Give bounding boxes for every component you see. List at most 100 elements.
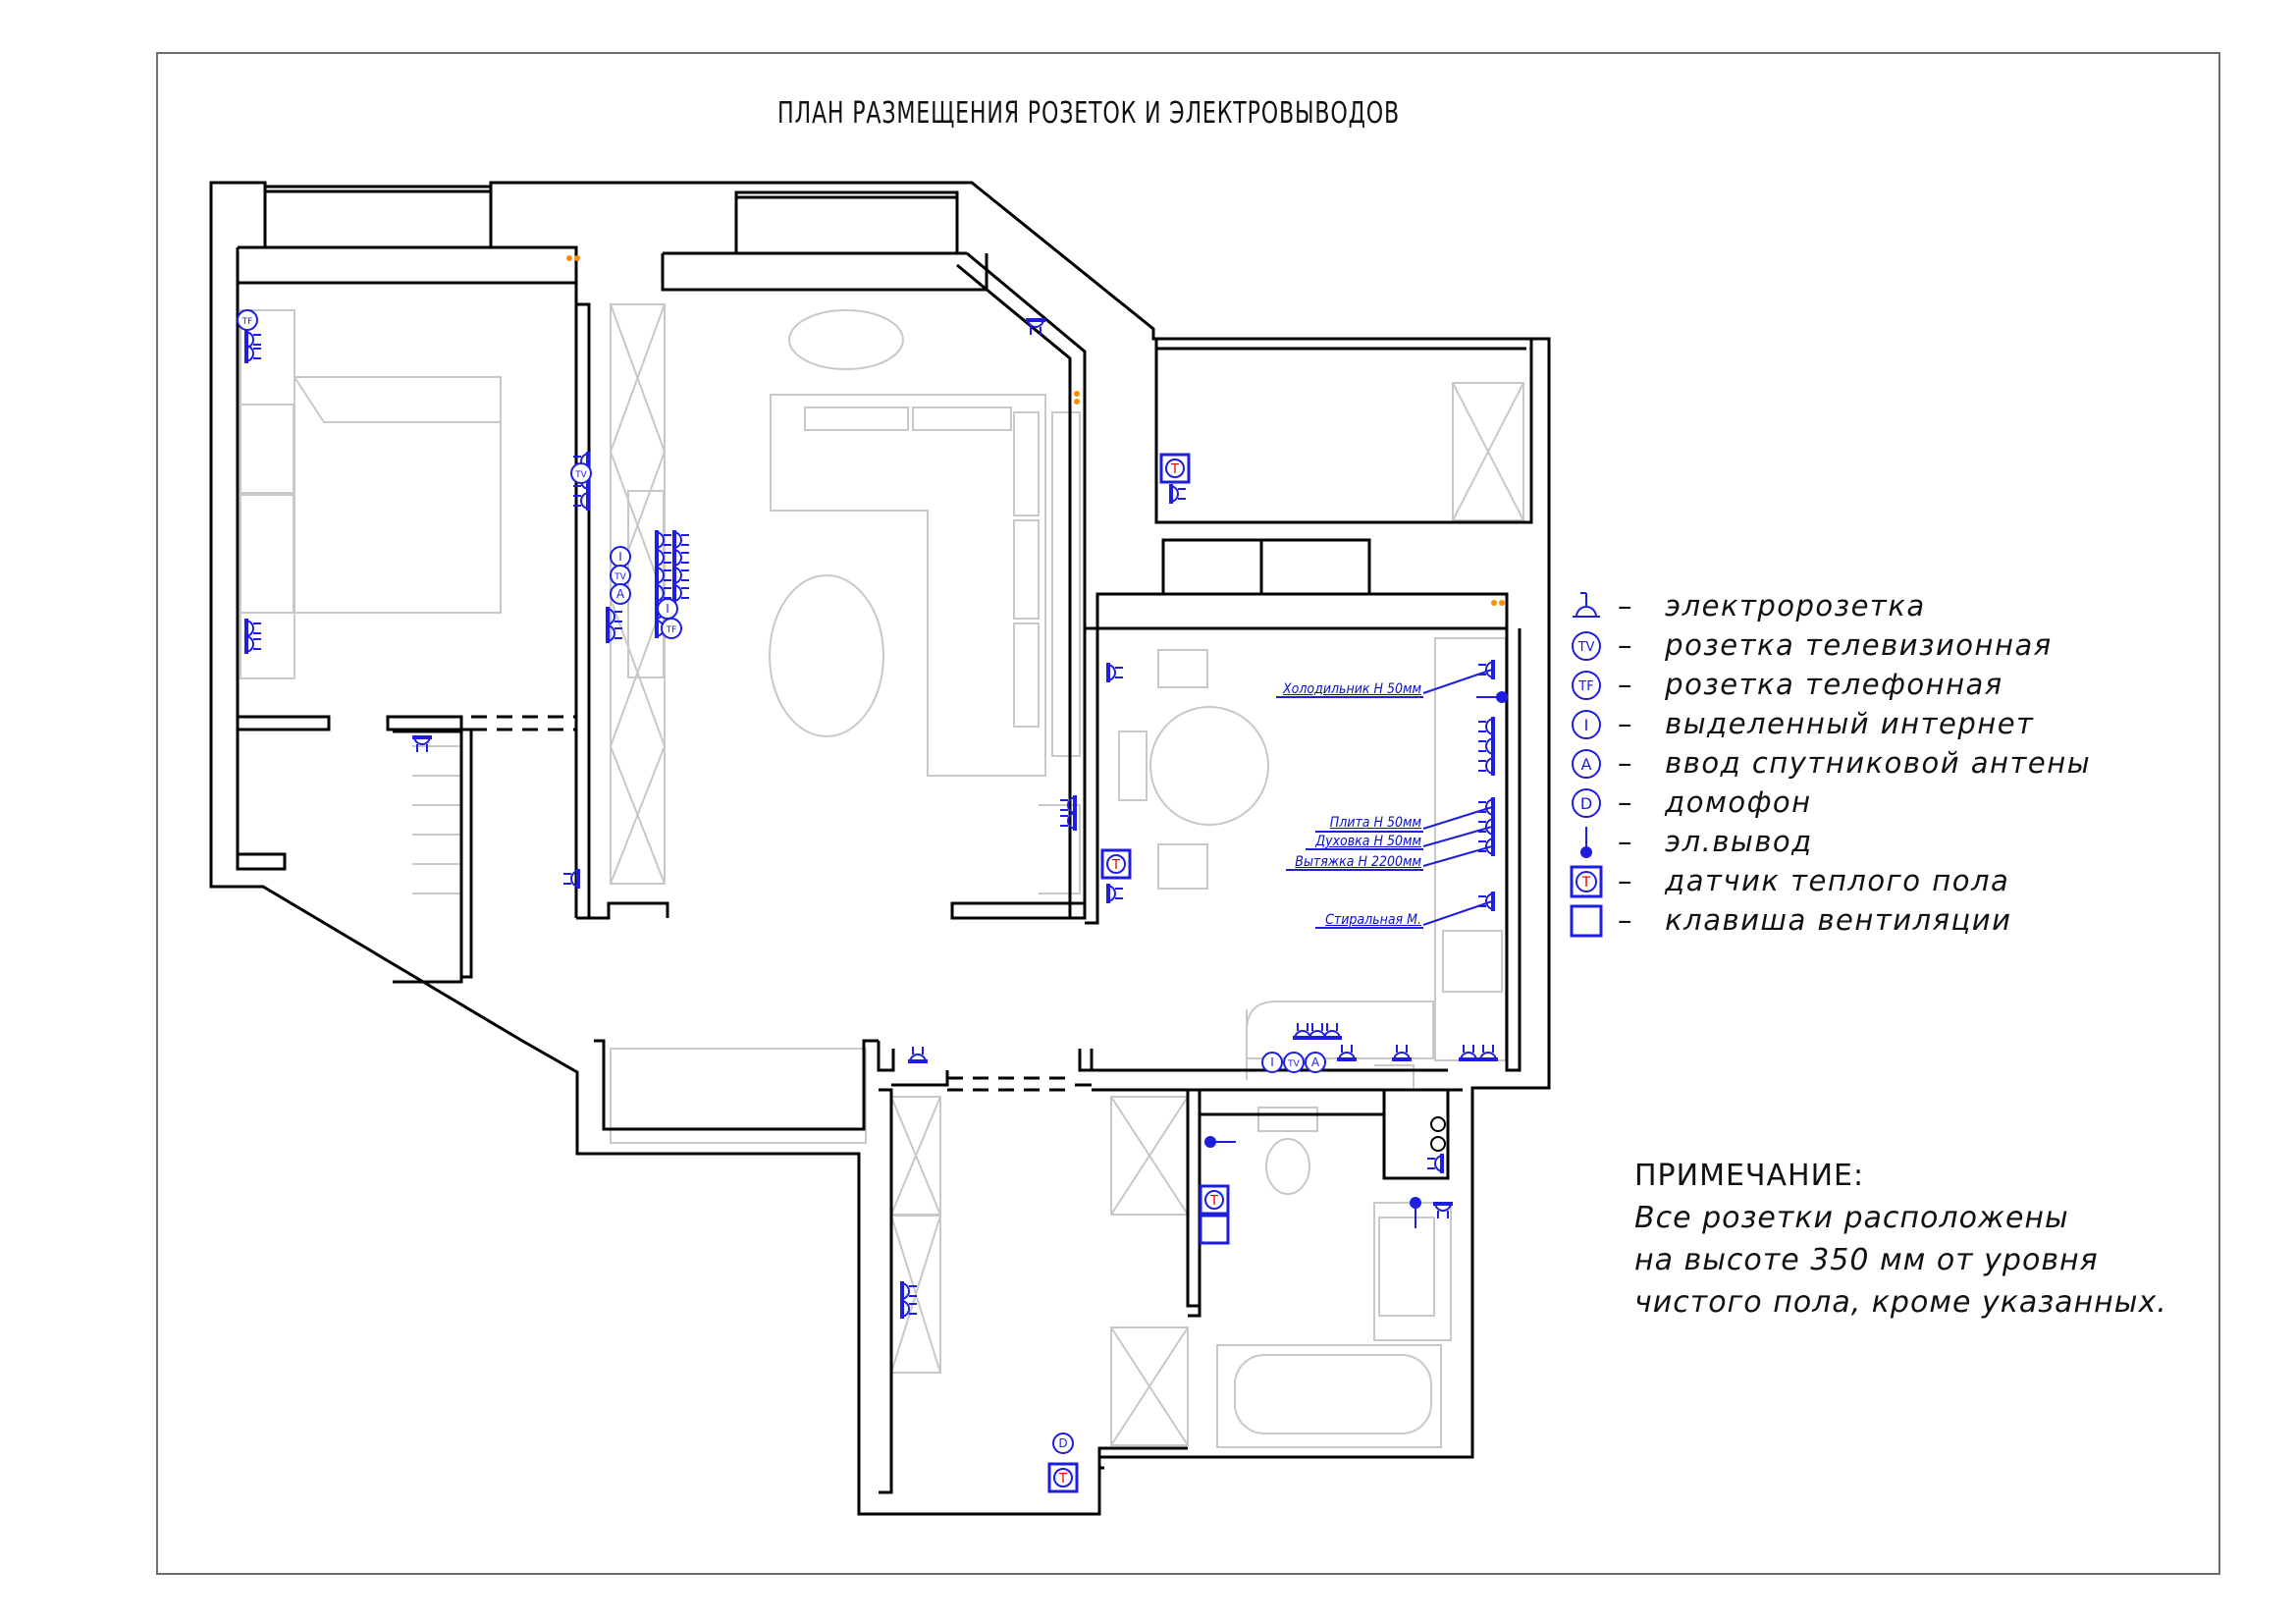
socket-icon (573, 491, 590, 511)
sink (1442, 930, 1503, 993)
legend-row-intercom: D – домофон (1567, 784, 2175, 823)
note-line: на высоте 350 мм от уровня (1634, 1243, 2099, 1277)
legend-row-sensor: T – датчик теплого пола (1567, 862, 2175, 901)
living-bottom-wall (589, 901, 1087, 920)
desk-right (1039, 804, 1081, 894)
note-line: Все розетки расположены (1634, 1201, 2069, 1235)
drawing-frame (156, 52, 2220, 1575)
bed (294, 376, 502, 614)
socket-icon (1060, 811, 1077, 831)
toilet-bowl (1265, 1138, 1310, 1195)
socket-icon (1433, 1202, 1453, 1218)
corridor-wall-2 (386, 715, 473, 979)
bedroom-window-wall (236, 247, 578, 285)
door-openings (471, 715, 1075, 1092)
nightstand-left-2 (240, 494, 294, 614)
socket-icon (655, 566, 671, 585)
floor-sensor-icon: T (1047, 1462, 1079, 1493)
socket-icon (672, 548, 689, 568)
living-left-wall (576, 302, 591, 920)
svg-text:A: A (616, 587, 625, 601)
socket-icon (655, 530, 671, 550)
socket-icon (655, 548, 671, 568)
socket-icon (1392, 1045, 1412, 1061)
legend-label: – электророзетка (1618, 589, 1926, 622)
tv-socket-icon: TV (1283, 1052, 1305, 1073)
legend-row-tv: TV – розетка телевизионная (1567, 626, 2175, 666)
svg-text:D: D (1058, 1436, 1067, 1450)
wardrobe-cross-1 (610, 303, 666, 885)
vent-switch-icon (1199, 1214, 1230, 1245)
legend-row-outlet: – эл.вывод (1567, 823, 2175, 862)
legend-label: – датчик теплого пола (1618, 864, 2010, 897)
counter-corner (1246, 1001, 1434, 1059)
svg-text:I: I (1270, 1055, 1274, 1069)
socket-icon (1106, 884, 1123, 903)
living-top-wall (661, 251, 988, 292)
chair-top (1157, 649, 1208, 688)
bath-counter (1373, 1202, 1452, 1341)
legend-label: – розетка телефонная (1618, 668, 2003, 701)
socket-icon (563, 869, 580, 889)
socket-icon (655, 583, 671, 603)
hall-cabinet-x2 (1110, 1326, 1189, 1446)
svg-text:T: T (1111, 858, 1120, 873)
kitchen-corner-line (1246, 1009, 1415, 1090)
socket-icon (1478, 756, 1495, 776)
bath-bottom-wall (1097, 1306, 1201, 1470)
callout-fridge: Холодильник Н 50мм (1283, 681, 1421, 697)
balcony-right (1154, 339, 1533, 524)
tv-socket-icon: TV (610, 565, 631, 586)
stairs (393, 730, 463, 984)
legend-row-vent: – клавиша вентиляции (1567, 901, 2175, 941)
dining-table (1149, 706, 1269, 826)
legend-label: – ввод спутниковой антены (1618, 746, 2092, 780)
svg-text:TF: TF (666, 625, 677, 635)
tv-socket-icon: TV (1572, 631, 1601, 661)
floor-sensor-icon: T (1100, 848, 1132, 880)
svg-text:A: A (1311, 1055, 1320, 1069)
entry-wall (1085, 1068, 1448, 1092)
svg-text:I: I (666, 602, 669, 616)
bathtub (1234, 1354, 1432, 1434)
socket-icon (1573, 592, 1600, 618)
kitchen-top-wall (1095, 592, 1509, 630)
socket-icon (908, 1047, 928, 1063)
sofa-cushions (804, 406, 1040, 728)
callout-leaders (1276, 669, 1493, 929)
outer-wall (209, 181, 1551, 1516)
hall-wardrobe-x2 (890, 1215, 941, 1374)
shower-tray (1378, 1217, 1435, 1317)
internet-socket-icon: I (657, 598, 678, 620)
tv-cabinet (627, 490, 665, 678)
power-outlet-icon (1476, 691, 1508, 703)
callout-hood: Вытяжка Н 2200мм (1295, 854, 1421, 870)
hall-right-wall (1186, 1088, 1201, 1308)
coffee-table (769, 574, 884, 737)
hood-leader (1422, 845, 1493, 867)
corridor-wall (238, 715, 331, 731)
intercom-icon: D (1572, 788, 1601, 818)
antenna-socket-icon: A (1572, 749, 1601, 779)
tv-socket-icon: TV (570, 462, 592, 484)
bath-wall (1200, 1088, 1463, 1180)
svg-text:D: D (1580, 794, 1592, 813)
kitchen-right-wall (1505, 628, 1522, 1072)
socket-icon (1169, 484, 1186, 504)
hall-cabinet-2 (1110, 1326, 1189, 1446)
socket-icon (244, 634, 261, 654)
legend-row-antenna: A – ввод спутниковой антены (1567, 744, 2175, 784)
legend-label: – домофон (1618, 785, 1812, 819)
hall-cabinet-x (1110, 1096, 1189, 1216)
floor-sensor-icon: T (1570, 865, 1603, 898)
floor-sensor-icon: T (1159, 453, 1191, 484)
accent-marks (566, 255, 1505, 606)
toilet-tank (1257, 1107, 1318, 1132)
note-line: чистого пола, кроме указанных. (1634, 1285, 2167, 1320)
wall-panel (1051, 411, 1081, 757)
socket-icon (672, 583, 689, 603)
fridge-leader (1422, 669, 1493, 694)
balcony-window-strip (1161, 538, 1371, 596)
